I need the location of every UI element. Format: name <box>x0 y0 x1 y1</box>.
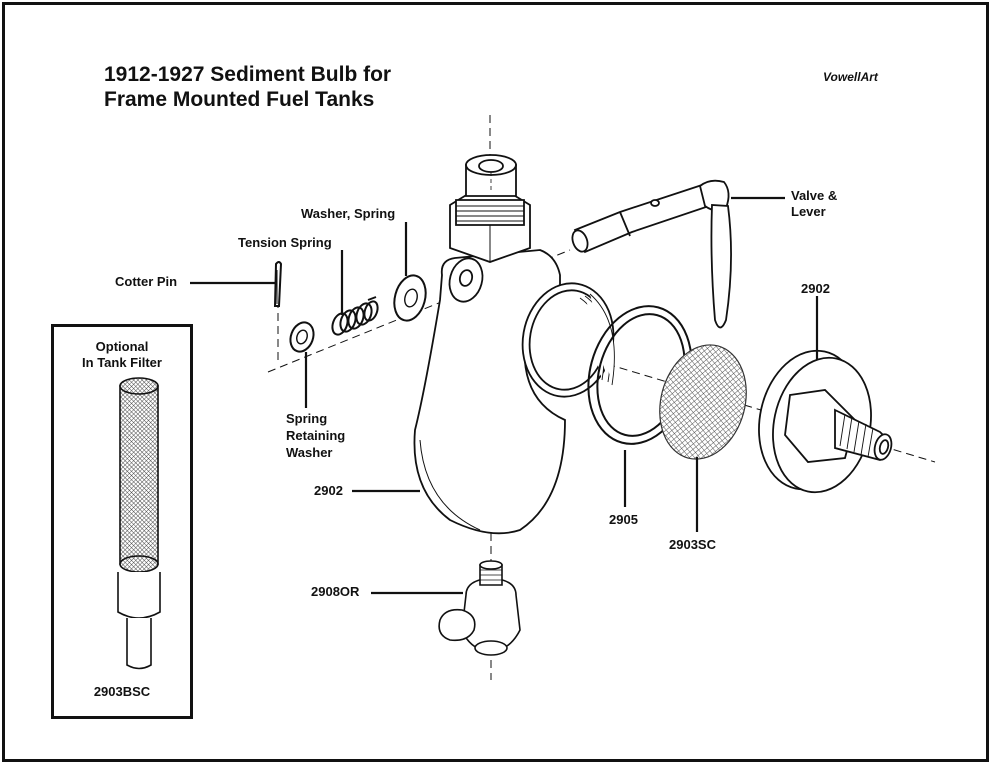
screen-part <box>659 344 747 460</box>
in-tank-filter-drawing <box>117 377 161 670</box>
cotter-pin-part <box>273 261 283 307</box>
filter-heading-line-2: In Tank Filter <box>82 355 162 370</box>
callout-line: Retaining <box>286 428 346 443</box>
drain-cock-part <box>438 560 521 656</box>
callout-drain-part-number: 2908OR <box>311 584 360 599</box>
callout-spring-retaining-washer: Spring Retaining Washer <box>286 410 345 461</box>
tension-spring-part <box>331 296 379 336</box>
callout-valve-lever: Valve & Lever <box>791 188 837 220</box>
artist-credit: VowellArt <box>823 70 878 84</box>
filter-heading-line-1: Optional <box>95 339 149 354</box>
callout-cap-part-number: 2902 <box>801 281 830 296</box>
callout-cotter-pin: Cotter Pin <box>115 274 178 289</box>
bulb-cap-part <box>758 349 893 494</box>
title-line-1: 1912-1927 Sediment Bulb for <box>104 63 392 86</box>
callout-washer-spring: Washer, Spring <box>301 206 396 221</box>
callout-body-part-number: 2902 <box>314 483 343 498</box>
sediment-bulb-body <box>413 154 615 535</box>
diagram-title: 1912-1927 Sediment Bulb for Frame Mounte… <box>104 62 391 112</box>
callout-line: Lever <box>791 204 826 219</box>
leader-lines <box>190 196 819 595</box>
title-line-2: Frame Mounted Fuel Tanks <box>104 88 375 111</box>
callout-line: Spring <box>286 411 328 426</box>
callout-line: Valve & <box>791 188 838 203</box>
valve-and-lever-part <box>571 179 732 329</box>
spring-retaining-washer-part <box>289 321 315 353</box>
callout-screen-part-number: 2903SC <box>669 537 716 552</box>
filter-inset-heading: Optional In Tank Filter <box>51 339 193 371</box>
filter-part-number: 2903BSC <box>93 684 151 699</box>
callout-gasket-part-number: 2905 <box>609 512 638 527</box>
callout-line: Washer <box>286 445 333 460</box>
callout-tension-spring: Tension Spring <box>238 235 332 250</box>
spring-washer-part <box>393 274 427 322</box>
optional-filter-inset <box>51 324 193 719</box>
